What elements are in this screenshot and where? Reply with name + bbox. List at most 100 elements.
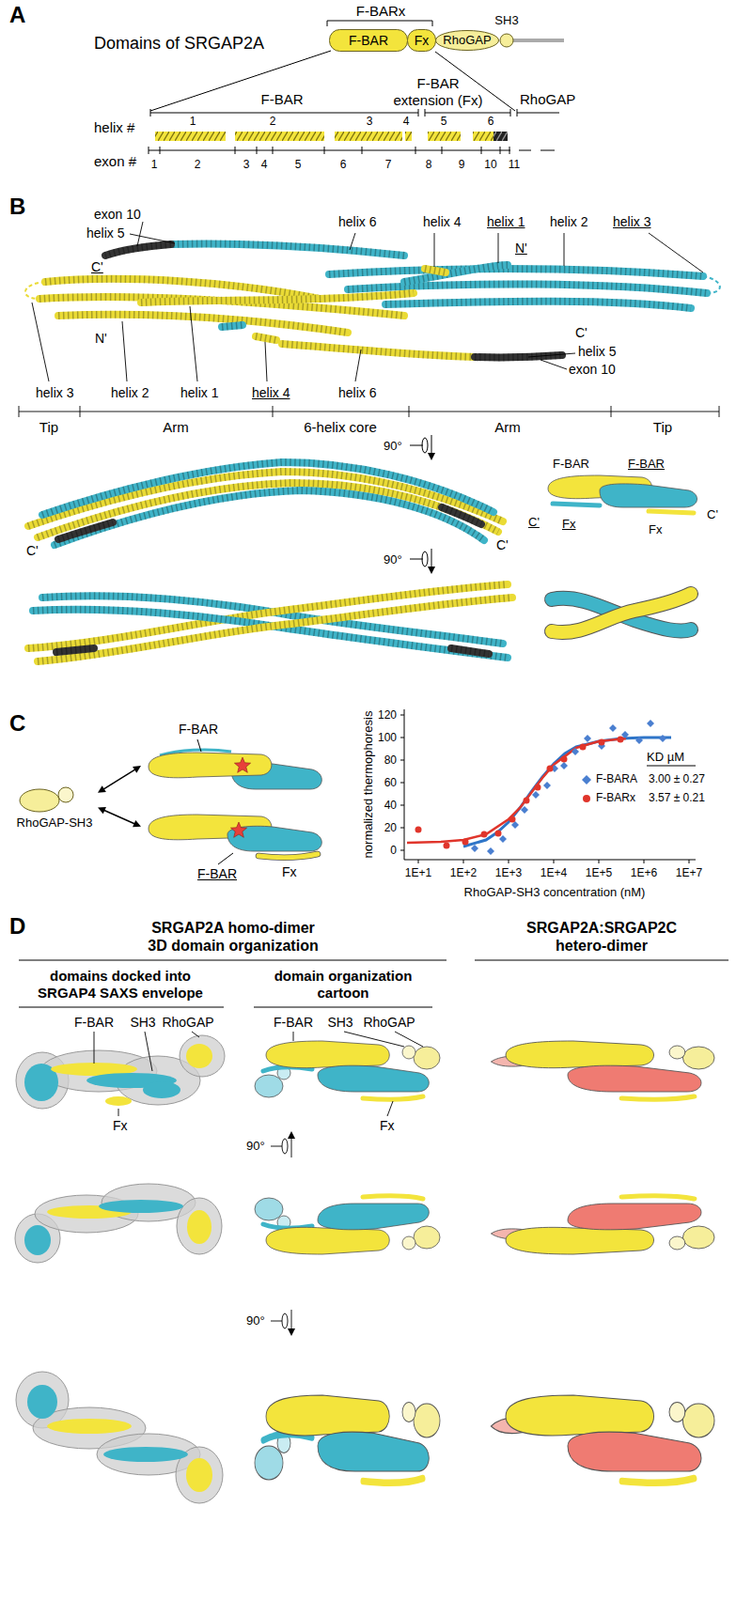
path-part [282,344,475,358]
path-part [424,268,446,273]
polygon-part [287,1131,296,1140]
path-part [599,484,698,508]
node-text: SH3 [492,13,521,29]
polygon-part [287,1329,296,1337]
figure-label: Arm [162,419,189,437]
ellipse-part [176,1198,222,1255]
figure-label: 90° [246,1314,266,1330]
ellipse-part [436,31,500,51]
saxs-envelopes [15,1035,225,1504]
polygon-part [132,766,141,774]
figure-label: helix # [94,119,135,137]
figure-label: 100 [377,731,397,745]
figure-label: RhoGAP [161,1015,214,1032]
path-part [270,1321,282,1323]
use-part [254,1196,440,1255]
figure-label: 5 [295,157,302,172]
figure-label: 1E+6 [630,866,658,880]
crystal-structure [18,221,721,418]
ellipse-part [187,1210,212,1245]
domain-cartoons [254,1041,715,1484]
path-part [349,233,356,251]
path-part [517,109,560,117]
path-part [528,353,576,358]
path-part [54,490,485,546]
path-part [431,548,433,569]
figure-label: 1E+1 [405,866,432,880]
figure-label: helix 3 [612,214,651,231]
line-part [103,810,135,825]
figure-label: helix 6 [338,214,376,231]
figure-label: F-BAR [74,1015,114,1032]
crystal-structure-bottom [28,584,513,662]
path-part [197,739,202,752]
path-part [122,321,127,382]
figure-label: 1E+2 [450,866,477,880]
path-part [54,490,485,546]
path-part [648,511,694,514]
path-part [58,522,113,540]
panel-letter: B [9,193,26,221]
leader-lines [94,1032,423,1332]
use-part [254,1041,440,1100]
circle-part [495,830,502,838]
path-part [218,853,234,865]
domain-shape: RhoGAP-SH3 [11,785,98,835]
binding-chart [400,709,696,864]
ellipse-part [282,1314,288,1330]
path-part [141,293,414,303]
figure-label: helix 3 [35,385,74,402]
path-part [171,244,405,257]
path-part [148,150,511,152]
path-part [518,150,555,152]
path-part [221,325,243,328]
path-part [105,244,172,256]
polygon-part [97,785,107,794]
g-part [15,1184,222,1264]
ellipse-part [142,1081,181,1099]
figure-label: Arm [494,419,521,437]
ellipse-part [282,1139,288,1155]
path-part [552,503,600,506]
figure-label: C' [575,325,588,342]
use-part [490,1041,715,1100]
rect-part [405,131,412,141]
figure-label: RhoGAP [362,1015,415,1032]
domain-shape: Fx [407,29,437,52]
rect-part [329,30,408,52]
ellipse-part [186,1458,213,1493]
figure-label: F-BAR [261,91,304,109]
use-part [490,1196,715,1255]
figure-label: 90° [246,1139,266,1155]
g-part [18,221,720,418]
figure-label: 11 [508,157,520,172]
crystal-structure-side [28,462,503,546]
figure-label: RhoGAP-SH3 concentration (nM) [464,885,646,901]
figure-label: 90° [383,438,403,455]
figure-label: 120 [377,708,397,722]
figure-label: F-BAR [552,456,590,472]
circle-part [415,827,423,834]
figure-label: 6 [340,157,347,172]
path-part [424,109,511,117]
figure-label: 4 [403,114,410,128]
figure-label: 3 [243,157,251,172]
figure-label: Fx [379,1118,395,1135]
path-part [221,325,243,328]
g-part [400,709,696,864]
path-part [404,265,508,282]
figure-label: SRGAP2A homo-dimer 3D domain organizatio… [143,919,323,956]
figure-label: 3 [366,114,374,128]
path-part [646,766,696,768]
circle-part [462,839,470,846]
node-outline [141,721,329,794]
axis-title: normalized thermophoresis [360,711,376,860]
circle-part [523,798,531,805]
path-part [404,265,508,282]
figure-label: 1E+7 [675,866,703,880]
figure-label: C' [496,537,509,554]
figure-label: N' [94,330,109,347]
circle-part [509,816,517,824]
use-part [490,1395,715,1484]
